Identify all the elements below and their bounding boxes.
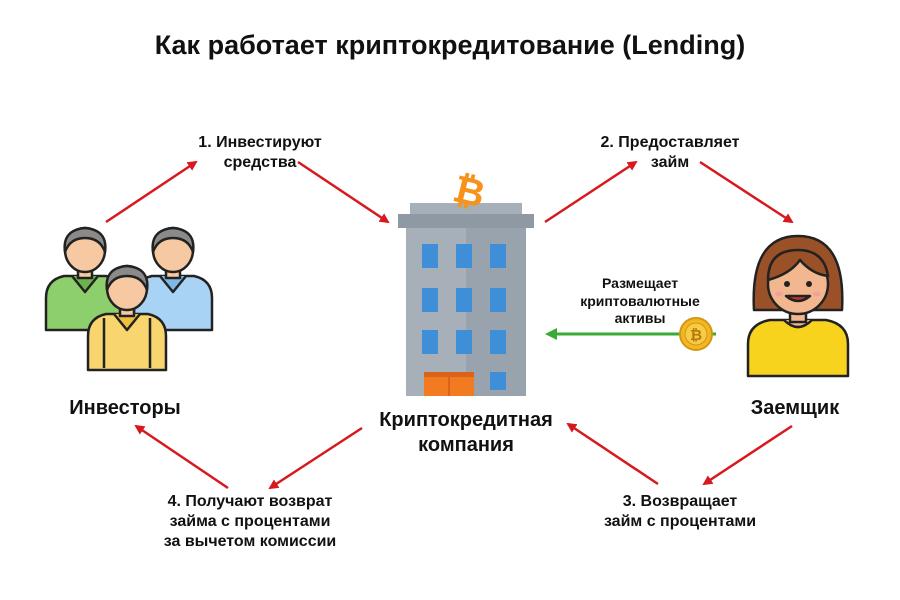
company-line2: компания: [418, 434, 514, 456]
step2-line2: займ: [650, 154, 690, 171]
step4-line1: 4. Получают возврат: [167, 493, 333, 510]
investors-label: Инвесторы: [69, 397, 181, 419]
company-line1: Криптокредитная: [379, 409, 553, 431]
step4-line3: за вычетом комиссии: [163, 533, 337, 550]
collateral-line1: Размещает: [601, 275, 679, 291]
step4-line2: займа с процентами: [169, 513, 331, 530]
step3-line2: займ с процентами: [603, 513, 757, 530]
step1-line2: средства: [223, 154, 297, 171]
arrow-step3-to-company: [566, 422, 659, 486]
step2-label: 2. Предоставляет займ: [570, 133, 770, 173]
svg-text:₿: ₿: [690, 326, 702, 344]
step1-line1: 1. Инвестируют: [198, 134, 322, 151]
arrow-step4-to-investors: [134, 424, 229, 490]
step4-label: 4. Получают возврат займа с процентами з…: [130, 492, 370, 552]
person-woman-icon: [746, 234, 850, 378]
collateral-line3: активы: [614, 310, 666, 326]
arrow-company-to-step4: [268, 426, 363, 490]
bitcoin-coin-icon: ₿: [679, 317, 713, 351]
collateral-label: Размещает криптовалютные активы: [560, 275, 720, 328]
collateral-line2: криптовалютные: [580, 292, 700, 309]
arrow-company-to-step2: [544, 160, 638, 224]
step3-label: 3. Возвращает займ с процентами: [570, 492, 790, 532]
page-title: Как работает криптокредитование (Lending…: [154, 30, 746, 60]
arrow-step1-to-company: [297, 160, 390, 224]
step1-label: 1. Инвестируют средства: [160, 133, 360, 173]
people-group-icon: [44, 226, 214, 372]
company-label: Криптокредитная компания: [336, 408, 596, 458]
borrower-label: Заемщик: [750, 397, 840, 419]
arrow-step2-to-borrower: [699, 160, 794, 224]
office-building-icon: [398, 203, 534, 396]
arrow-investors-to-step1: [105, 160, 198, 224]
arrow-borrower-to-step3: [702, 424, 793, 486]
step3-line1: 3. Возвращает: [622, 493, 738, 510]
step2-line1: 2. Предоставляет: [600, 134, 740, 151]
